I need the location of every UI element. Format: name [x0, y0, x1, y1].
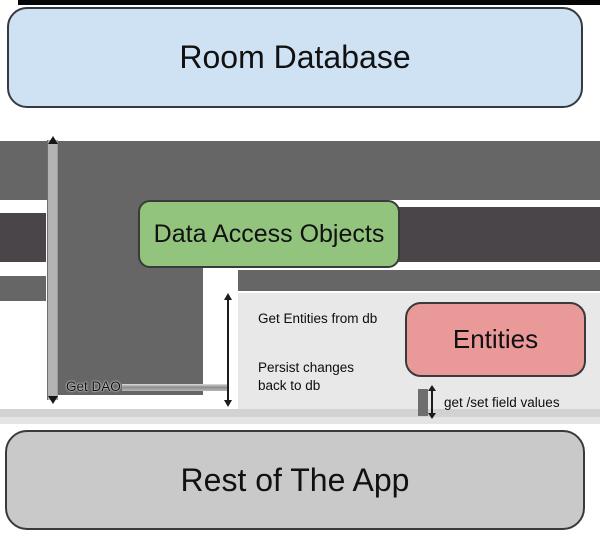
top-edge-bar — [18, 0, 600, 5]
bottom-light-strip-2 — [0, 417, 600, 424]
persist-changes-label-line2: back to db — [258, 378, 321, 393]
arrow-down-icon — [224, 400, 232, 407]
room-database-label: Room Database — [179, 39, 411, 75]
get-entities-label: Get Entities from db — [258, 311, 378, 326]
arrow-up-icon — [428, 385, 436, 391]
rest-of-the-app-node: Rest of The App — [5, 430, 585, 530]
fat-arrow-band-left-lower — [0, 276, 46, 301]
fat-arrow-band-right-mid — [397, 207, 600, 262]
room-database-node: Room Database — [7, 7, 583, 108]
get-dao-label: Get DAO — [66, 379, 121, 394]
entities-app-arrow-line — [431, 390, 433, 414]
arrow-down-icon — [48, 396, 58, 404]
data-access-objects-label: Data Access Objects — [153, 219, 385, 248]
app-to-database-arrow-bar — [47, 140, 58, 400]
bottom-light-strip — [0, 409, 600, 417]
get-dao-arrow-line — [122, 384, 227, 391]
entities-node: Entities — [405, 302, 586, 377]
data-access-objects-node: Data Access Objects — [138, 200, 400, 268]
rest-of-the-app-label: Rest of The App — [180, 461, 410, 498]
get-set-field-values-label: get /set field values — [444, 395, 560, 410]
persist-changes-label-line1: Persist changes — [258, 360, 355, 375]
arrow-up-icon — [224, 293, 232, 300]
entities-label: Entities — [452, 324, 539, 354]
persist-changes-label: Persist changes back to db — [258, 359, 388, 395]
fat-arrow-band-left-mid — [0, 213, 46, 262]
dao-entities-arrow-line — [227, 299, 229, 401]
fat-arrow-band-mid-lower — [238, 270, 600, 291]
entities-app-arrow-bar — [418, 389, 428, 416]
arrow-down-icon — [428, 413, 436, 419]
arrow-up-icon — [48, 136, 58, 144]
fat-arrow-main-block — [58, 141, 203, 395]
